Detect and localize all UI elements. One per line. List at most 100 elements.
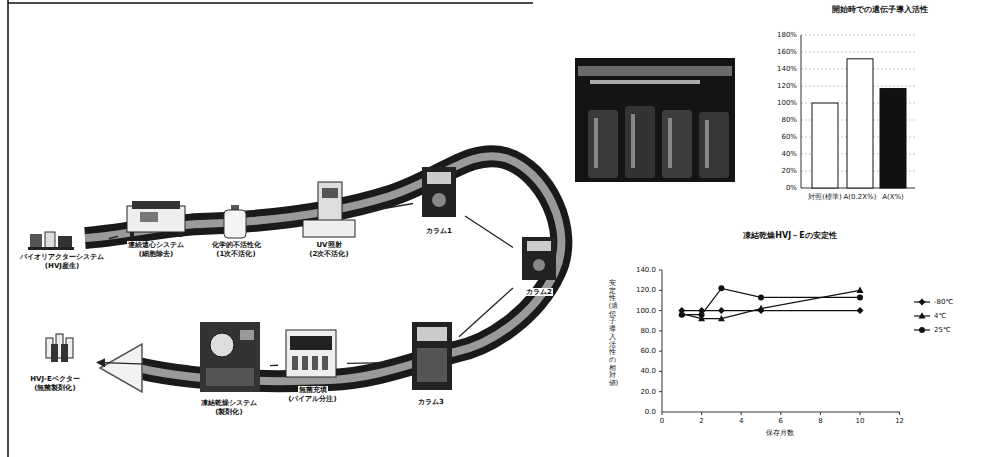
leg (130, 232, 134, 237)
screen (527, 241, 551, 251)
flow-connector (109, 236, 118, 238)
triangle-marker (758, 305, 765, 311)
dial (533, 259, 545, 271)
uv-icon (303, 182, 355, 237)
flow-connector (362, 203, 413, 212)
band-arrowhead (100, 344, 142, 392)
circle-marker (699, 312, 705, 318)
step-label: 凍結乾燥システム (200, 399, 258, 407)
process-step: UV照射(2次不活化) (298, 178, 360, 258)
tick-label: 140% (777, 65, 797, 73)
step-label: カラム3 (417, 398, 445, 406)
tick-label: 6 (779, 417, 783, 425)
tick-label: 2 (699, 417, 703, 425)
flow-connector (465, 216, 513, 247)
flow-connector (194, 229, 203, 231)
tick-label: 80.0 (640, 327, 656, 335)
circle-marker (679, 312, 685, 318)
shelf-reflection (578, 66, 732, 76)
tick-label: 8 (818, 417, 822, 425)
chart-title: 開始時での遺伝子導入活性 (832, 5, 928, 14)
bar (812, 103, 838, 188)
tick-label: 140.0 (636, 266, 656, 274)
legend-sample (914, 312, 930, 318)
frame-line (7, 0, 9, 457)
triangle-marker (718, 315, 725, 321)
step-label: (HVJ産生) (44, 262, 80, 270)
legend-marker (919, 299, 926, 306)
gridline (801, 35, 915, 36)
step-label: バイオリアクターシステム (19, 253, 105, 261)
window (210, 333, 234, 357)
tick-label: 120.0 (636, 286, 656, 294)
step-label: 無菌充填 (298, 386, 328, 394)
bar (847, 59, 873, 188)
circle-marker (718, 285, 724, 291)
column-icon (422, 167, 456, 217)
legend-marker (919, 327, 925, 333)
process-step: 凍結乾燥システム(製剤化) (190, 318, 268, 416)
tick-label: 60% (781, 133, 797, 141)
lamp (322, 188, 338, 198)
vial (292, 356, 298, 370)
controller (58, 236, 72, 248)
bar (880, 89, 906, 188)
vial (625, 106, 655, 178)
bioreactor-icon (28, 232, 74, 250)
vessel (30, 234, 42, 248)
panel (140, 212, 158, 222)
process-step: カラム1 (415, 163, 463, 235)
process-band-highlight (85, 156, 561, 381)
tick-label: 20% (781, 167, 797, 175)
tick (820, 412, 821, 415)
step-label: (2次不活化) (308, 250, 349, 258)
category-label: A(X%) (882, 193, 904, 201)
column-icon (522, 237, 556, 280)
vessel (45, 232, 55, 248)
base (28, 247, 74, 250)
tick (741, 412, 742, 415)
axis (662, 270, 663, 412)
glint (631, 114, 635, 168)
screen (427, 172, 451, 184)
vial-icon (46, 334, 73, 362)
cabinet (522, 237, 556, 280)
tick-label: 0 (660, 417, 664, 425)
leg (178, 232, 182, 237)
tick (659, 330, 662, 331)
panel (417, 348, 447, 382)
flow-connector (97, 362, 188, 365)
axis (801, 35, 802, 188)
vial (662, 110, 692, 178)
reflection (590, 80, 700, 84)
tick-label: 0.0 (645, 408, 656, 416)
tick (662, 412, 663, 415)
gridline (801, 52, 915, 53)
vial (699, 112, 729, 178)
photo-ground (575, 58, 735, 182)
tick-label: 20.0 (640, 388, 656, 396)
lid (132, 201, 180, 209)
axis-title: 安定性(遺伝子導入活性の相対値) (609, 280, 616, 388)
step-label: (細胞除去) (138, 250, 174, 258)
tick (659, 351, 662, 352)
tick (659, 391, 662, 392)
tick-label: 4 (739, 417, 743, 425)
bar-chart (801, 35, 915, 188)
step-label: (無菌製剤化) (33, 384, 76, 392)
step-label: カラム1 (425, 227, 453, 235)
legend-sample (914, 327, 930, 333)
housing (127, 206, 185, 232)
tick (780, 412, 781, 415)
centrifuge-icon (127, 201, 185, 237)
lamp-unit (318, 182, 342, 222)
ticks (659, 270, 900, 415)
tick-label: 60.0 (640, 347, 656, 355)
legend-label: -80℃ (934, 298, 953, 306)
vial (312, 356, 318, 370)
tick-label: 160% (777, 48, 797, 56)
tick (659, 290, 662, 291)
dial (432, 193, 446, 207)
